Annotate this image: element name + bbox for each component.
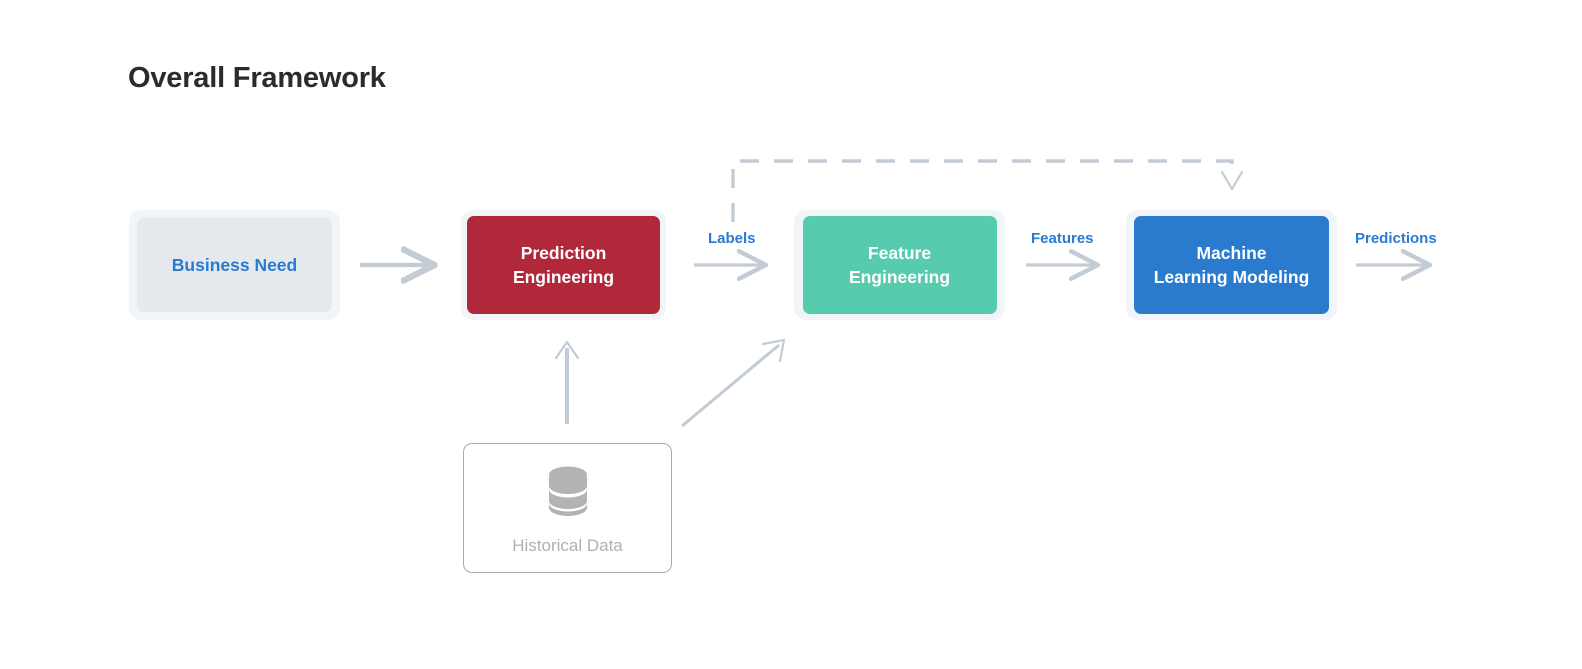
stage-machine-learning-modeling[interactable]: Machine Learning Modeling <box>1126 210 1337 320</box>
stage-feature-engineering-box: Feature Engineering <box>802 216 997 314</box>
stage-prediction-engineering-label-line2: Engineering <box>512 267 615 287</box>
stage-feature-engineering[interactable]: Feature Engineering <box>794 210 1005 320</box>
historical-data-label: Historical Data <box>512 535 623 555</box>
page-title: Overall Framework <box>128 62 386 94</box>
stage-prediction-engineering[interactable]: Prediction Engineering <box>461 210 666 320</box>
stage-business-need-label: Business Need <box>171 255 298 275</box>
stage-machine-learning-modeling-box: Machine Learning Modeling <box>1134 216 1329 314</box>
stage-business-need-box: Business Need <box>137 218 332 312</box>
stage-feature-engineering-label-line1: Feature <box>867 243 932 263</box>
historical-data-card[interactable]: Historical Data <box>463 443 672 573</box>
stage-machine-learning-modeling-label-line1: Machine <box>1196 243 1267 263</box>
stage-business-need[interactable]: Business Need <box>129 210 340 320</box>
connector-label-predictions: Predictions <box>1355 230 1437 247</box>
stage-prediction-engineering-label-line1: Prediction <box>520 243 607 263</box>
connector-label-features: Features <box>1031 230 1094 247</box>
arrow-history-to-prediction <box>554 340 580 424</box>
connector-label-labels: Labels <box>708 230 756 247</box>
stage-feature-engineering-label-line2: Engineering <box>848 267 951 287</box>
arrow-history-to-feature <box>681 338 786 428</box>
database-icon <box>546 465 590 522</box>
stage-machine-learning-modeling-label-line2: Learning Modeling <box>1153 267 1310 287</box>
stage-prediction-engineering-box: Prediction Engineering <box>467 216 660 314</box>
